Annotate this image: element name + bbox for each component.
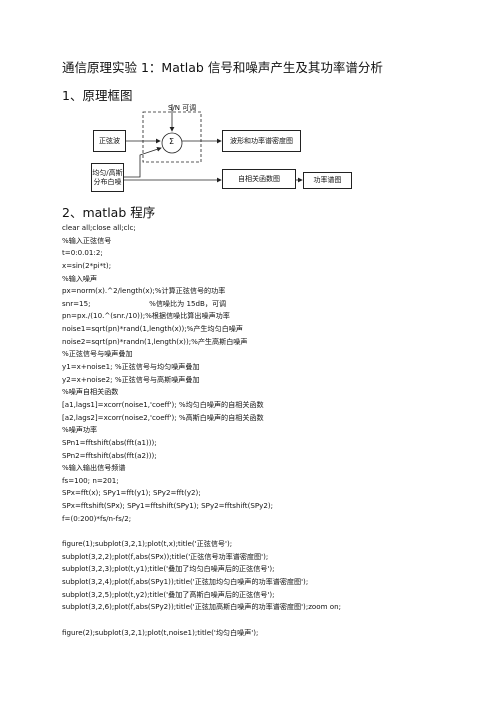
autocorrelation-label: 自相关函数图 [238,174,280,183]
code-line: px=norm(x).^2/length(x);%计算正弦信号的功率 [62,286,226,296]
code-line: noise1=sqrt(pn)*rand(1,length(x));%产生均匀白… [62,324,243,334]
power-spectrum-label: 功率谱图 [313,176,342,184]
code-line: subplot(3,2,2);plot(f,abs(SPx));title('正… [62,551,269,561]
code-line: %输入输出信号频谱 [62,463,126,473]
code-line: snr=15; %信噪比为 15dB，可调 [62,298,227,308]
section-heading-program: 2、matlab 程序 [62,205,156,220]
code-line: SPn1=fftshift(abs(fft(a1))); [62,437,157,447]
code-line: %输入噪声 [62,273,98,283]
code-line-blank [62,525,341,538]
code-line: pn=px./(10.^(snr./10));%根据信噪比算出噪声功率 [62,311,230,321]
autocorrelation-block: 自相关函数图 [222,169,296,189]
code-line: subplot(3,2,5);plot(t,y2);title('叠加了高斯白噪… [62,589,275,599]
white-noise-block: 均匀/高斯 分布白噪 [91,163,124,192]
document-title: 通信原理实验 1：Matlab 信号和噪声产生及其功率谱分析 [62,60,383,75]
matlab-code-block: clear all;close all;clc; %输入正弦信号 t=0:0.0… [62,222,341,639]
block-diagram-lines [123,104,303,183]
waveform-psd-label: 波形和功率谱密度图 [230,136,293,145]
code-line: %正弦信号与噪声叠加 [62,349,133,359]
code-line: subplot(3,2,4);plot(f,abs(SPy1));title('… [62,576,309,586]
code-line: %输入正弦信号 [62,235,112,245]
code-line: f=(0:200)*fs/n-fs/2; [62,513,132,523]
code-line: subplot(3,2,6);plot(f,abs(SPy2));title('… [62,602,342,612]
sine-wave-block: 正弦波 [93,130,126,152]
power-spectrum-block: 功率谱图 [303,172,352,189]
white-noise-label-line2: 分布白噪 [93,177,122,186]
code-line: SPx=fftshift(SPx); SPy1=fftshift(SPy1); … [62,501,273,511]
code-line: t=0:0.01:2; [62,248,103,258]
sine-wave-label: 正弦波 [99,136,120,145]
code-line: subplot(3,2,3);plot(t,y1);title('叠加了均匀白噪… [62,564,275,574]
code-line: x=sin(2*pi*t); [62,260,112,270]
code-line: fs=100; n=201; [62,475,119,485]
code-line: [a1,lags1]=xcorr(noise1,'coeff'); %均匀白噪声… [62,399,264,409]
code-line: figure(2);subplot(3,2,1);plot(t,noise1);… [62,627,259,637]
white-noise-label-line1: 均匀/高斯 [92,168,123,177]
code-line: noise2=sqrt(pn)*randn(1,length(x));%产生高斯… [62,336,248,346]
section-heading-diagram: 1、原理框图 [62,88,133,103]
code-line: %噪声自相关函数 [62,387,119,397]
code-line: y1=x+noise1; %正弦信号与均匀噪声叠加 [62,362,200,372]
waveform-psd-block: 波形和功率谱密度图 [222,130,301,152]
code-line: SPx=fft(x); SPy1=fft(y1); SPy2=fft(y2); [62,488,201,498]
code-line: %噪声功率 [62,425,98,435]
code-line-blank [62,614,341,627]
code-line: SPn2=fftshift(abs(fft(a2))); [62,450,157,460]
code-line: figure(1);subplot(3,2,1);plot(t,x);title… [62,539,233,549]
code-line: y2=x+noise2; %正弦信号与高斯噪声叠加 [62,374,200,384]
sum-symbol: Σ [169,137,175,146]
code-line: clear all;close all;clc; [62,223,136,232]
code-line: [a2,lags2]=xcorr(noise2,'coeff'); %高斯白噪声… [62,412,264,422]
snr-adjustable-label: S/N 可调 [168,104,197,112]
